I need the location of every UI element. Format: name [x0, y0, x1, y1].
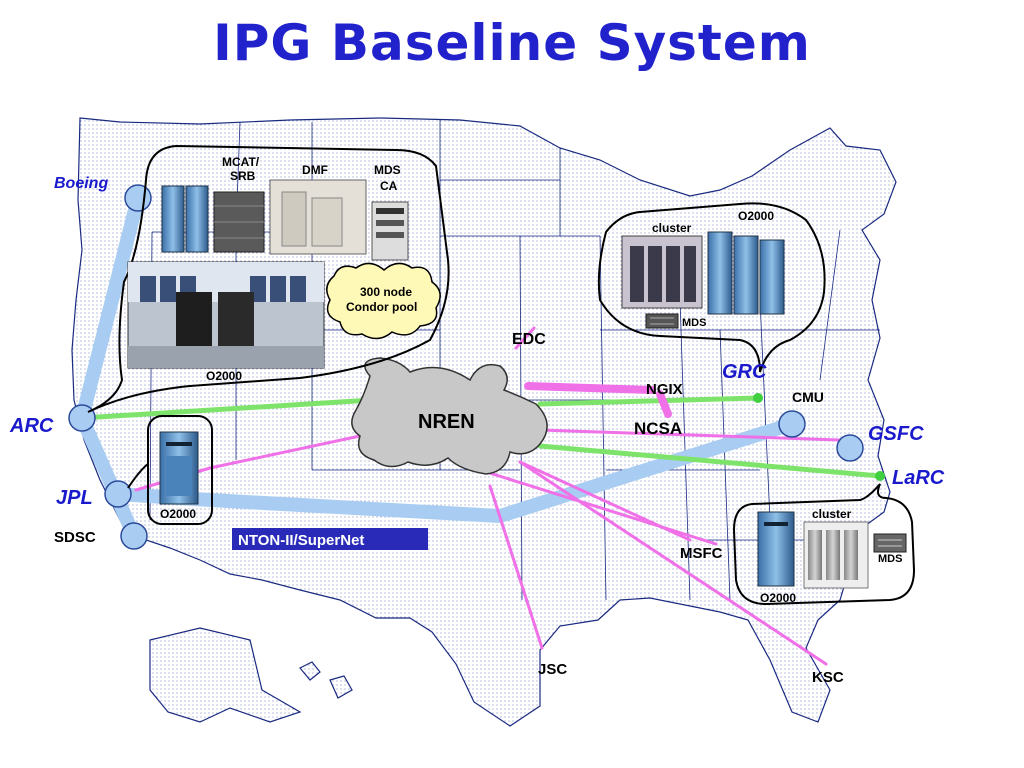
label-grc-o2000: O2000: [738, 209, 774, 223]
label-mcat-2: SRB: [230, 169, 256, 183]
nren-links: [79, 395, 883, 479]
label-mds-2: CA: [380, 179, 398, 193]
cmu-node: [778, 410, 806, 438]
arc-cluster-equipment: [127, 179, 409, 369]
alaska-outline: [149, 627, 302, 723]
label-jsc: JSC: [538, 661, 567, 678]
label-grc-cluster: cluster: [652, 221, 692, 235]
label-jpl: JPL: [56, 487, 93, 509]
nton-banner-bg: [232, 528, 428, 550]
label-grc-mds: MDS: [682, 317, 706, 329]
gsfc-node: [836, 434, 864, 462]
larc-node: [875, 471, 885, 481]
arc-node: [68, 404, 96, 432]
label-edc: EDC: [512, 331, 546, 348]
label-mds-1: MDS: [374, 163, 401, 177]
sdsc-node: [120, 522, 148, 550]
jpl-node: [104, 480, 132, 508]
label-ngix: NGIX: [646, 381, 683, 398]
secondary-links: [134, 326, 842, 666]
label-cmu: CMU: [792, 389, 824, 405]
slide-title: IPG Baseline System: [213, 14, 811, 72]
label-larc-cluster: cluster: [812, 507, 852, 521]
grc-cluster-boundary: [597, 202, 826, 373]
label-nren: NREN: [418, 411, 475, 433]
jpl-boundary-tail: [127, 463, 149, 489]
grc-cluster-equipment: [621, 231, 785, 329]
label-ncsa: NCSA: [634, 419, 682, 438]
nton-label: NTON-II/SuperNet: [238, 532, 364, 549]
label-arc-o2000: O2000: [206, 369, 242, 383]
label-larc-o2000: O2000: [760, 591, 796, 605]
label-jpl-o2000: O2000: [160, 507, 196, 521]
ngix-node: [753, 393, 763, 403]
label-sdsc: SDSC: [54, 529, 96, 546]
label-gsfc: GSFC: [868, 423, 924, 445]
larc-cluster-equipment: [757, 511, 907, 589]
site-labels: Boeing ARC JPL GRC GSFC LaRC: [9, 175, 945, 509]
boeing-node: [124, 184, 152, 212]
condor-pool-cloud: [326, 262, 441, 340]
label-ksc: KSC: [812, 669, 844, 686]
label-mcat-1: MCAT/: [222, 155, 260, 169]
larc-cluster-boundary: [732, 483, 916, 606]
label-boeing: Boeing: [54, 175, 108, 192]
label-arc: ARC: [9, 415, 54, 437]
arc-cluster-boundary: [87, 144, 450, 413]
label-dmf: DMF: [302, 163, 328, 177]
nren-cloud: [351, 357, 548, 475]
label-larc-mds: MDS: [878, 553, 902, 565]
label-condor-2: Condor pool: [346, 300, 417, 314]
jpl-o2000-equipment: [159, 431, 199, 505]
jpl-cluster-boundary: [147, 415, 213, 525]
hawaii-outline: [299, 661, 353, 699]
label-larc: LaRC: [892, 467, 945, 489]
plain-labels: SDSC CMU EDC NGIX NCSA MSFC JSC KSC NREN…: [54, 155, 902, 686]
label-msfc: MSFC: [680, 545, 723, 562]
label-condor-1: 300 node: [360, 285, 412, 299]
label-grc: GRC: [722, 361, 767, 383]
